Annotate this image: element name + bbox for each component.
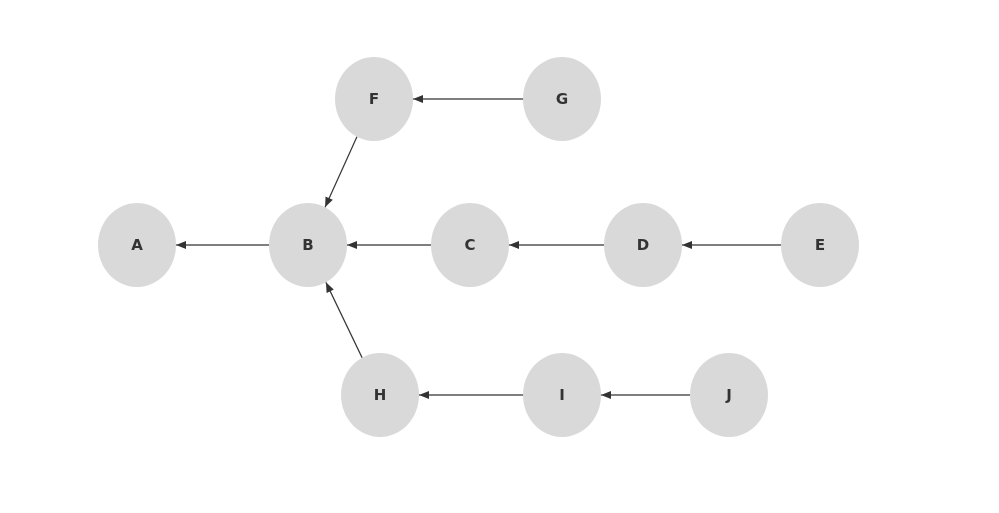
node-label: I — [559, 386, 565, 404]
node-d: D — [604, 203, 682, 287]
node-j: J — [690, 353, 768, 437]
node-label: G — [556, 90, 568, 108]
node-label: H — [374, 386, 387, 404]
node-circle — [431, 203, 509, 287]
node-label: E — [815, 236, 825, 254]
node-circle — [523, 57, 601, 141]
node-circle — [781, 203, 859, 287]
node-label: B — [302, 236, 313, 254]
node-e: E — [781, 203, 859, 287]
edges-layer — [176, 95, 781, 399]
node-label: J — [725, 386, 732, 404]
node-label: D — [637, 236, 649, 254]
edge-f-to-b — [324, 136, 358, 208]
node-label: F — [369, 90, 379, 108]
node-circle — [690, 353, 768, 437]
node-i: I — [523, 353, 601, 437]
node-a: A — [98, 203, 176, 287]
nodes-layer: A B C D E F G H I J — [98, 57, 859, 437]
node-g: G — [523, 57, 601, 141]
node-circle — [341, 353, 419, 437]
node-f: F — [335, 57, 413, 141]
edge-h-to-b — [325, 282, 363, 358]
node-circle — [604, 203, 682, 287]
node-circle — [98, 203, 176, 287]
node-h: H — [341, 353, 419, 437]
node-c: C — [431, 203, 509, 287]
node-circle — [523, 353, 601, 437]
node-circle — [335, 57, 413, 141]
node-circle — [269, 203, 347, 287]
node-b: B — [269, 203, 347, 287]
node-label: A — [131, 236, 143, 254]
node-label: C — [464, 236, 475, 254]
